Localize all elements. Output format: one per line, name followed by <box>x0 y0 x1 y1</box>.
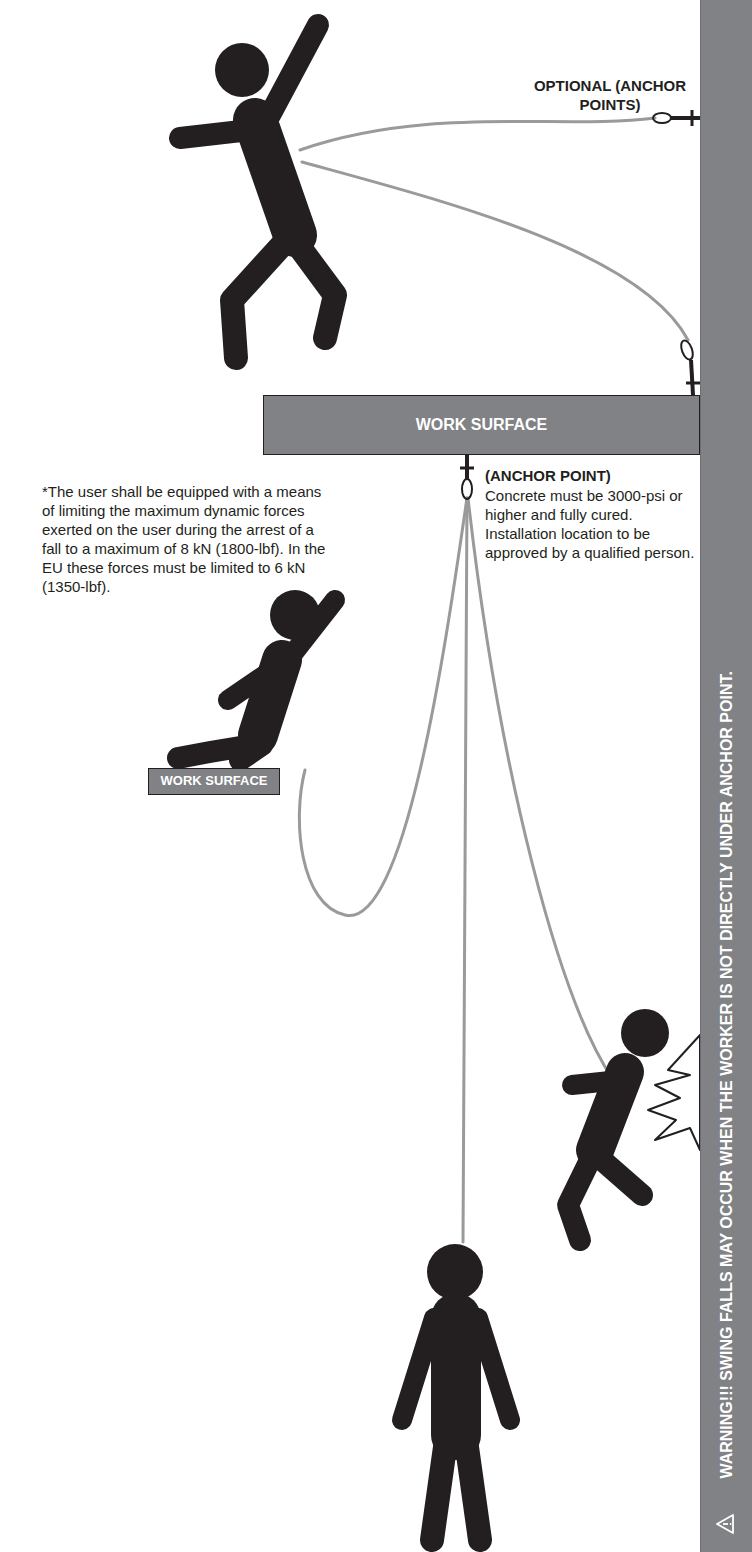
anchor-nut <box>460 467 474 470</box>
lanyard <box>300 118 655 150</box>
work-surface: WORK SURFACE <box>148 768 280 795</box>
anchor-eye <box>653 113 671 123</box>
footnote: *The user shall be equipped with a means… <box>42 482 334 596</box>
worker-figure <box>402 1318 510 1540</box>
worker-figure <box>178 600 335 760</box>
surface-label: WORK SURFACE <box>161 774 268 788</box>
warning-band: WARNING!!! SWING FALLS MAY OCCUR WHEN TH… <box>700 0 752 1552</box>
anchor-nut <box>691 110 694 126</box>
worker-head <box>427 1244 483 1300</box>
surface-label: WORK SURFACE <box>416 416 548 434</box>
anchor-callout: (ANCHOR POINT) <box>485 466 685 485</box>
lanyard <box>302 162 688 340</box>
lifeline <box>468 498 612 1078</box>
work-surface: WORK SURFACE <box>263 395 700 455</box>
warning-triangle <box>717 1515 733 1533</box>
worker-figure <box>568 1072 642 1240</box>
anchor-note: Concrete must be 3000-psi or higher and … <box>485 486 695 562</box>
lifeline <box>463 498 467 1242</box>
anchor-bolt <box>671 116 700 120</box>
anchor-eye <box>679 339 695 361</box>
worker-head <box>215 43 269 97</box>
impact-burst <box>648 1035 700 1150</box>
anchor-bolt <box>691 360 693 395</box>
worker-head <box>621 1009 669 1057</box>
lifeline <box>299 498 467 916</box>
worker-figure <box>180 25 335 358</box>
anchor-eye <box>462 479 472 499</box>
anchor-callout: OPTIONAL (ANCHOR POINTS) <box>525 76 695 114</box>
warning-text: WARNING!!! SWING FALLS MAY OCCUR WHEN TH… <box>718 671 736 1478</box>
anchor-nut <box>686 382 700 385</box>
